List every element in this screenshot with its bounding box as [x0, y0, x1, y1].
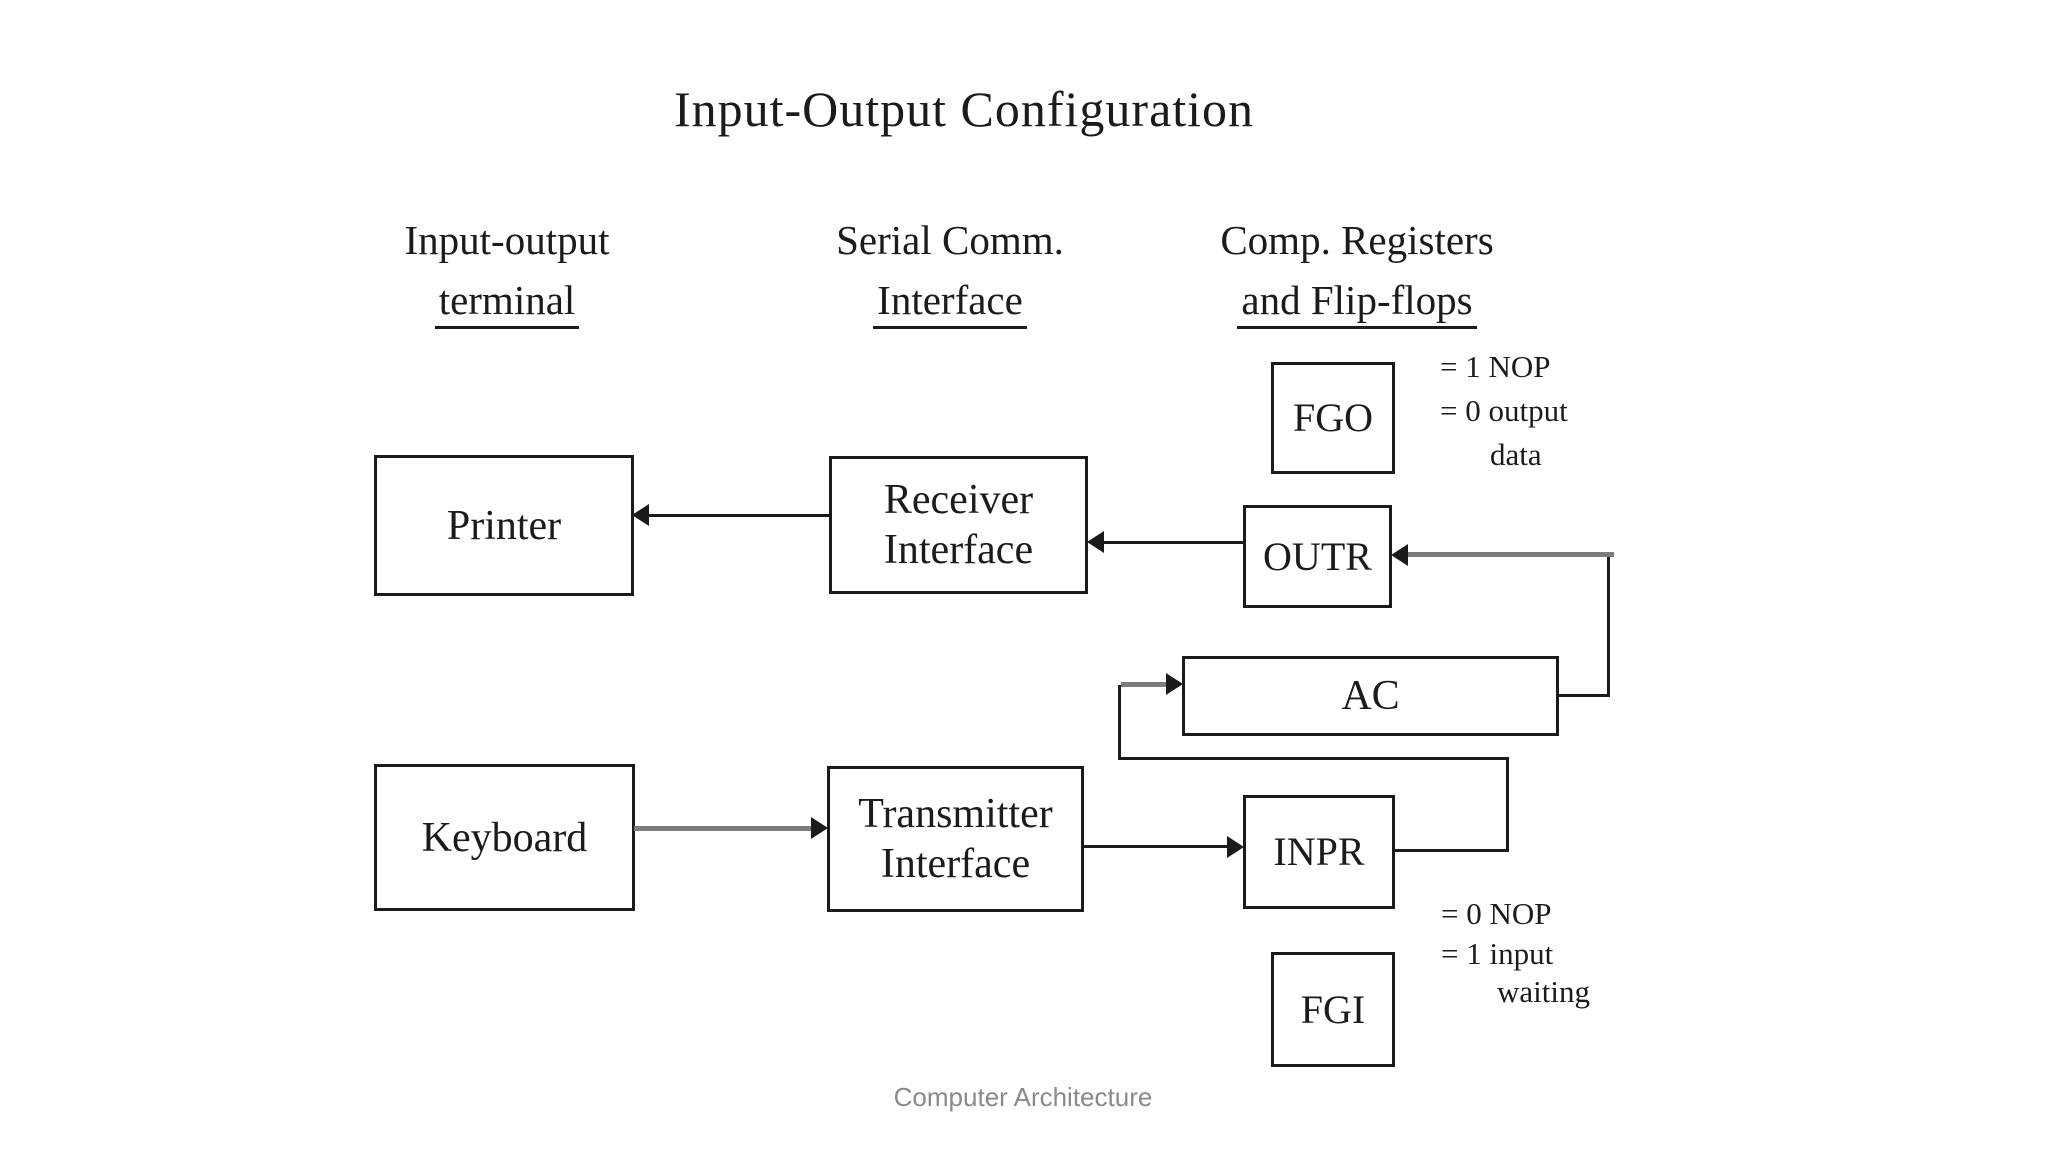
column-header-io-terminal-line2: terminal	[434, 278, 580, 329]
fgo-note-line1: = 1 NOP	[1440, 349, 1551, 384]
ac-box-label: AC	[1341, 673, 1400, 719]
connector-inpr-to-ac-horizontal	[1118, 757, 1509, 760]
arrow-keyboard-to-transmitter-head	[811, 817, 828, 839]
arrow-into-ac-line	[1121, 682, 1166, 687]
column-header-registers-flipflops-line1: Comp. Registers	[1220, 217, 1494, 263]
ac-box: AC	[1182, 656, 1559, 736]
transmitter-interface-box: Transmitter Interface	[827, 766, 1084, 912]
receiver-interface-box: Receiver Interface	[829, 456, 1088, 594]
keyboard-box: Keyboard	[374, 764, 635, 911]
fgi-note-line1: = 0 NOP	[1441, 896, 1552, 931]
receiver-interface-box-label-line1: Receiver	[883, 477, 1034, 523]
column-header-serial-interface: Serial Comm. Interface	[780, 218, 1120, 329]
connector-inpr-to-ac-vertical-left	[1118, 685, 1121, 760]
fgo-note-line3: data	[1490, 437, 1542, 472]
fgi-note-line3: waiting	[1497, 974, 1590, 1009]
arrow-into-outr-line	[1407, 552, 1614, 557]
arrow-into-ac-head	[1166, 673, 1183, 695]
connector-ac-exit-line	[1558, 694, 1610, 697]
fgi-box: FGI	[1271, 952, 1395, 1067]
page-title: Input-Output Configuration	[673, 81, 1255, 137]
column-header-io-terminal-line1: Input-output	[404, 217, 610, 263]
connector-ac-to-outr-vertical	[1607, 556, 1610, 697]
arrow-transmitter-to-inpr-head	[1227, 836, 1244, 858]
connector-inpr-exit-line	[1394, 849, 1508, 852]
footer-caption: Computer Architecture	[893, 1082, 1153, 1112]
keyboard-box-label: Keyboard	[421, 814, 588, 861]
outr-box-label: OUTR	[1263, 533, 1372, 579]
transmitter-interface-box-label-line1: Transmitter	[858, 791, 1053, 837]
column-header-serial-interface-line1: Serial Comm.	[836, 217, 1064, 263]
fgo-note-line2: = 0 output	[1440, 393, 1568, 428]
arrow-receiver-to-printer-head	[632, 504, 649, 526]
fgo-box-label: FGO	[1292, 395, 1374, 440]
printer-box: Printer	[374, 455, 634, 596]
column-header-registers-flipflops: Comp. Registers and Flip-flops	[1187, 218, 1527, 329]
fgo-box: FGO	[1271, 362, 1395, 474]
fgi-note-line2: = 1 input	[1441, 936, 1554, 971]
receiver-interface-box-label-line2: Interface	[883, 527, 1034, 573]
connector-inpr-to-ac-vertical-right	[1506, 758, 1509, 852]
column-header-io-terminal: Input-output terminal	[337, 218, 677, 329]
column-header-registers-flipflops-line2: and Flip-flops	[1237, 278, 1477, 329]
inpr-box-label: INPR	[1273, 829, 1365, 874]
arrow-transmitter-to-inpr-line	[1083, 845, 1227, 848]
arrow-outr-to-receiver-head	[1087, 531, 1104, 553]
inpr-box: INPR	[1243, 795, 1395, 909]
arrow-keyboard-to-transmitter-line	[634, 826, 811, 831]
printer-box-label: Printer	[446, 502, 562, 549]
arrow-into-outr-head	[1391, 544, 1408, 566]
arrow-outr-to-receiver-line	[1103, 541, 1243, 544]
transmitter-interface-box-label-line2: Interface	[880, 841, 1031, 887]
outr-box: OUTR	[1243, 505, 1392, 608]
arrow-receiver-to-printer-line	[648, 514, 829, 517]
fgi-box-label: FGI	[1300, 986, 1366, 1032]
column-header-serial-interface-line2: Interface	[873, 278, 1027, 329]
